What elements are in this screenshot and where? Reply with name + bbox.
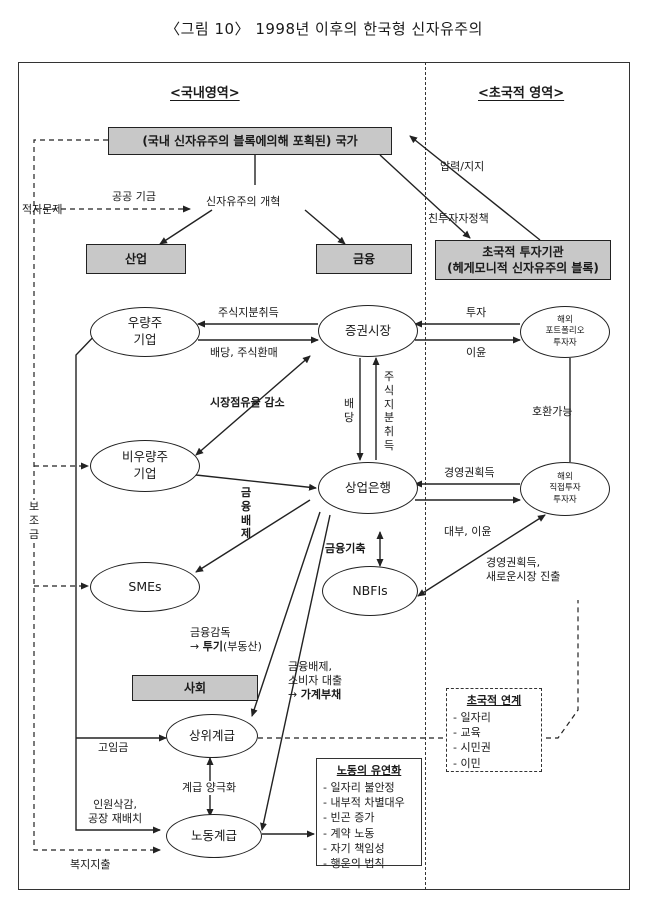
label-public-funds: 공공 기금 xyxy=(112,190,156,203)
transnational-link-item: - 교육 xyxy=(453,726,481,740)
label-pressure-support: 압력/지지 xyxy=(440,160,485,173)
label-class-polarization: 계급 양극화 xyxy=(182,781,237,795)
non-blue-chip-line2: 기업 xyxy=(133,466,157,481)
smes-node: SMEs xyxy=(90,562,200,612)
label-profit: 이윤 xyxy=(466,346,487,359)
labor-flex-item: - 자기 책임성 xyxy=(323,841,385,855)
transnational-link-item: - 시민권 xyxy=(453,741,491,755)
label-mgmt-new-market-line2: 새로운시장 진출 xyxy=(486,569,561,583)
transnational-investors-box: 초국적 투자기관 (헤게모니적 신자유주의 블록) xyxy=(435,240,611,280)
foreign-fdi-line1: 해외 xyxy=(557,472,573,483)
label-speculation-suffix: (부동산) xyxy=(222,639,262,653)
label-layoffs: 인원삭감, 공장 재배치 xyxy=(88,798,142,826)
non-blue-chip-node: 비우량주 기업 xyxy=(90,440,200,492)
blue-chip-line2: 기업 xyxy=(133,332,157,347)
label-household-debt: → 가계부채 xyxy=(288,688,342,702)
region-transnational: <초국적 영역> xyxy=(478,86,565,101)
transnational-links-box: 초국적 연계 - 일자리 - 교육 - 시민권 - 이민 xyxy=(446,688,542,772)
labor-flex-box: 노동의 유연화 - 일자리 불안정 - 내부적 차별대우 - 빈곤 증가 - 계… xyxy=(316,758,422,870)
commercial-bank-node: 상업은행 xyxy=(318,462,418,514)
arrow-pro-investor xyxy=(379,154,471,239)
label-dividend-buyback: 배당, 주식환매 xyxy=(210,346,278,359)
labor-flex-item: - 내부적 차별대우 xyxy=(323,796,405,810)
upper-class-node: 상위계급 xyxy=(166,714,258,758)
region-divider xyxy=(425,62,426,890)
labor-flex-item: - 빈곤 증가 xyxy=(323,811,375,825)
labor-flex-item: - 행운의 법칙 xyxy=(323,856,385,870)
labor-flex-item: - 계약 노동 xyxy=(323,826,375,840)
label-mgmt-new-market-line1: 경영권획득, xyxy=(486,556,541,569)
transnational-links-title: 초국적 연계 xyxy=(466,694,522,707)
label-mgmt-new-market: 경영권획득, 새로운시장 진출 xyxy=(486,556,560,584)
label-layoffs-line1: 인원삭감, xyxy=(93,798,138,811)
foreign-fdi-investor-node: 해외 직접투자 투자자 xyxy=(520,462,610,516)
foreign-fdi-line2: 직접투자 xyxy=(549,483,581,494)
label-financial-bias: 금융기축 xyxy=(325,542,366,555)
figure-title: 〈그림 10〉 1998년 이후의 한국형 신자유주의 xyxy=(165,20,483,38)
foreign-portfolio-investor-node: 해외 포트폴리오 투자자 xyxy=(520,306,610,358)
label-neoliberal-reform: 신자유주의 개혁 xyxy=(206,195,281,208)
state-box: (국내 신자유주의 블록에의해 포획된) 국가 xyxy=(108,127,392,155)
foreign-portfolio-line3: 투자자 xyxy=(553,337,577,348)
label-household-debt-main: 가계부채 xyxy=(300,687,342,701)
label-mgmt-acquisition: 경영권획득 xyxy=(444,466,495,479)
label-fin-exclusion-line1: 금융배제, xyxy=(288,660,332,673)
label-fin-supervision: 금융감독 → 투기(부동산) xyxy=(190,626,262,654)
label-stock-acquisition-vertical: 주식지분취득 xyxy=(383,370,395,452)
foreign-portfolio-line1: 해외 xyxy=(557,315,573,326)
label-fin-exclusion-consumer: 금융배제, 소비자 대출 → 가계부채 xyxy=(288,660,342,701)
stock-market-node: 증권시장 xyxy=(318,305,418,357)
label-stock-acquisition: 주식지분취득 xyxy=(218,306,279,319)
label-layoffs-line2: 공장 재배치 xyxy=(88,811,143,825)
industry-box: 산업 xyxy=(86,244,186,274)
labor-flex-item: - 일자리 불안정 xyxy=(323,781,395,794)
label-deficit-problem: 적자문제 xyxy=(22,203,63,216)
label-convertible: 호환가능 xyxy=(532,405,573,418)
foreign-fdi-line3: 투자자 xyxy=(553,494,577,505)
label-speculation: → 투기(부동산) xyxy=(190,640,262,654)
transnational-link-item: - 일자리 xyxy=(453,711,491,724)
society-box: 사회 xyxy=(132,675,258,701)
finance-box: 금융 xyxy=(316,244,412,274)
label-fin-supervision-line1: 금융감독 xyxy=(190,626,231,639)
label-investment: 투자 xyxy=(466,306,487,319)
label-loans-profit: 대부, 이윤 xyxy=(444,525,492,538)
blue-chip-line1: 우량주 xyxy=(127,315,163,331)
foreign-portfolio-line2: 포트폴리오 xyxy=(545,326,585,337)
label-speculation-prefix: → xyxy=(190,639,203,653)
label-high-wages: 고임금 xyxy=(98,741,129,754)
non-blue-chip-line1: 비우량주 xyxy=(121,449,168,465)
nbfis-node: NBFIs xyxy=(322,566,418,616)
label-dividend-vertical: 배당 xyxy=(343,397,355,424)
transnational-investors-subtitle: (헤게모니적 신자유주의 블록) xyxy=(447,261,599,275)
labor-flex-title: 노동의 유연화 xyxy=(336,764,402,777)
label-fin-exclusion-line2: 소비자 대출 xyxy=(288,673,343,687)
transnational-investors-title: 초국적 투자기관 xyxy=(482,244,564,259)
label-subsidy-vertical: 보조금 xyxy=(28,500,40,542)
diagram-frame xyxy=(18,62,630,890)
label-pro-investor-policy: 친투자자정책 xyxy=(428,212,489,225)
transnational-link-item: - 이민 xyxy=(453,756,481,770)
label-financial-exclusion-vertical: 금융배제 xyxy=(240,486,252,541)
region-domestic: <국내영역> xyxy=(170,86,240,101)
label-market-share-decline: 시장점유율 감소 xyxy=(210,396,285,409)
working-class-node: 노동계급 xyxy=(166,814,262,858)
label-household-debt-arrow: → xyxy=(288,687,301,701)
blue-chip-node: 우량주 기업 xyxy=(90,307,200,357)
arrow-pressure xyxy=(409,135,541,241)
label-speculation-main: 투기 xyxy=(202,639,223,653)
label-welfare-cuts: 복지지출 xyxy=(70,858,111,871)
